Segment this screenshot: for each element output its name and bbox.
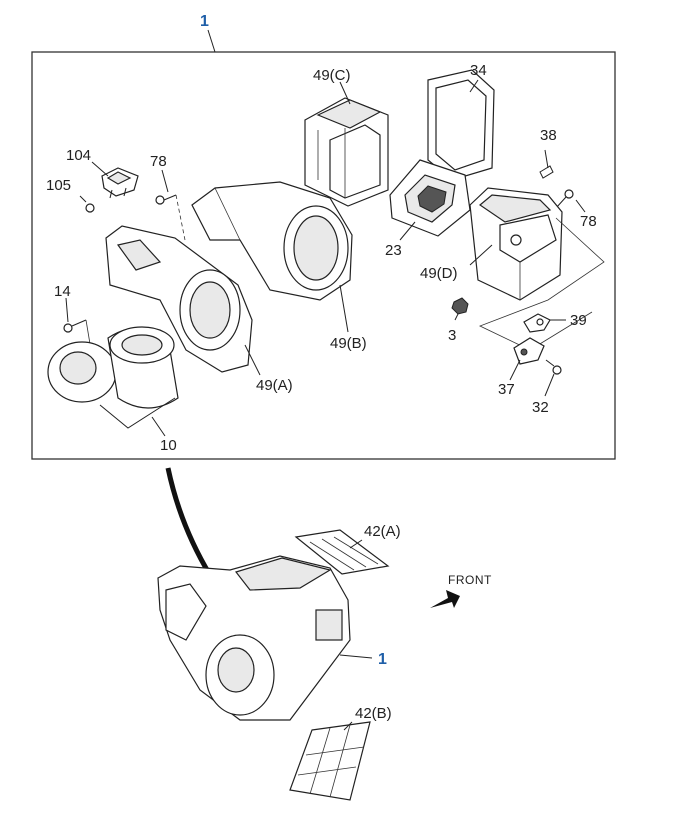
part-32-screw xyxy=(545,359,562,375)
part-42b-filter xyxy=(289,721,371,801)
label-104: 104 xyxy=(66,147,91,164)
label-10: 10 xyxy=(160,437,177,454)
leader-49c xyxy=(339,81,351,105)
label-14: 14 xyxy=(54,283,71,300)
label-assembly-bottom: 1 xyxy=(378,651,387,668)
leader-49b xyxy=(339,284,349,333)
bracket-10 xyxy=(99,397,176,429)
label-assembly-top: 1 xyxy=(200,13,209,30)
leader-42b xyxy=(343,721,353,731)
leader-37 xyxy=(509,359,521,381)
part-78-screw-right xyxy=(555,189,574,209)
label-37: 37 xyxy=(498,381,515,398)
part-49c-duct xyxy=(304,97,389,207)
leader-42a xyxy=(349,539,363,549)
part-105-screw xyxy=(79,195,95,213)
label-39: 39 xyxy=(570,312,587,329)
leader-10 xyxy=(151,416,166,437)
part-10-blower xyxy=(47,326,179,409)
leader-49d xyxy=(469,244,493,266)
part-78-screw-left xyxy=(155,194,177,205)
front-arrow xyxy=(430,590,460,608)
part-34-gasket xyxy=(427,69,495,181)
part-49b-case xyxy=(191,181,353,301)
leader-78a-dash xyxy=(175,194,186,241)
label-23: 23 xyxy=(385,242,402,259)
leader-23 xyxy=(399,221,416,241)
leader-14 xyxy=(65,297,69,323)
label-42b: 42(B) xyxy=(355,705,392,722)
leader-104 xyxy=(91,161,109,177)
label-49b: 49(B) xyxy=(330,335,367,352)
part-39-clip xyxy=(523,313,551,333)
label-front: FRONT xyxy=(448,573,492,587)
label-49c: 49(C) xyxy=(313,67,351,84)
label-49a: 49(A) xyxy=(256,377,293,394)
leader-78b xyxy=(575,199,586,213)
label-3: 3 xyxy=(448,327,456,344)
label-38: 38 xyxy=(540,127,557,144)
leader-78a xyxy=(161,169,169,193)
part-42a-filter xyxy=(294,529,390,575)
label-78a: 78 xyxy=(150,153,167,170)
part-49a-case xyxy=(105,225,253,373)
leader-assembly-top xyxy=(207,29,216,53)
label-78b: 78 xyxy=(580,213,597,230)
leader-32 xyxy=(544,373,555,397)
transition-arrow xyxy=(165,467,213,577)
part-104-resistor xyxy=(101,167,139,199)
exploded-view-frame xyxy=(31,51,616,460)
part-3-nut xyxy=(451,297,469,315)
label-32: 32 xyxy=(532,399,549,416)
part-49d-housing xyxy=(469,187,563,301)
label-49d: 49(D) xyxy=(420,265,458,282)
leader-assembly-bottom xyxy=(339,654,373,659)
leader-34 xyxy=(469,79,479,93)
leader-3 xyxy=(454,313,459,321)
label-105: 105 xyxy=(46,177,71,194)
assembled-blower-unit xyxy=(157,555,351,721)
part-38-clip xyxy=(539,149,554,179)
part-14-screw xyxy=(63,319,87,333)
label-34: 34 xyxy=(470,62,487,79)
label-42a: 42(A) xyxy=(364,523,401,540)
leader-49a xyxy=(244,344,261,376)
part-37-lever xyxy=(513,337,545,365)
